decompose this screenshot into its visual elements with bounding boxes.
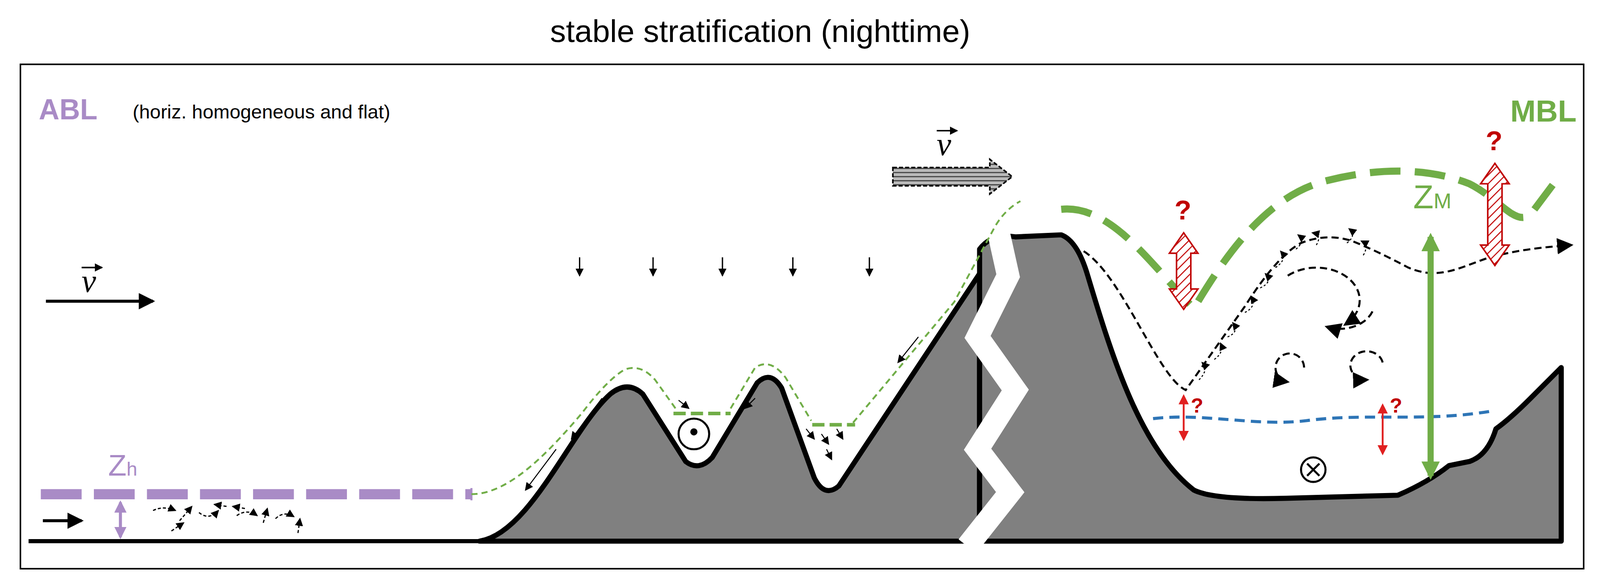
illustration-part <box>806 428 815 440</box>
illustration-part <box>1275 267 1383 383</box>
illustration-part <box>678 418 710 450</box>
height-label: ZM <box>1413 179 1452 217</box>
illustration-part <box>967 229 1016 547</box>
illustration-part <box>868 257 870 276</box>
illustration-part <box>1275 353 1305 383</box>
illustration-part <box>40 489 472 500</box>
illustration-part <box>1300 457 1326 482</box>
illustration-part <box>1275 251 1284 268</box>
illustration-part <box>826 449 832 460</box>
illustration-part <box>579 257 870 276</box>
illustration-part <box>1381 405 1384 454</box>
illustration-part <box>20 64 1584 569</box>
illustration-part <box>571 398 602 440</box>
illustration-part <box>1214 342 1222 360</box>
illustration-part <box>525 337 919 491</box>
diagram-title: stable stratification (nighttime) <box>249 14 1271 50</box>
illustration-part <box>1287 267 1360 326</box>
height-label: Zh <box>108 449 138 483</box>
illustration-part <box>1480 163 1510 266</box>
illustration-part <box>1346 228 1353 244</box>
illustration-part <box>812 422 856 427</box>
illustration-part <box>1198 228 1366 380</box>
illustration-part <box>578 257 581 276</box>
illustration-part <box>792 257 794 276</box>
question-mark: ? <box>1389 394 1403 417</box>
illustration-part <box>152 504 300 533</box>
region-label: MBL <box>1510 93 1577 128</box>
illustration-part <box>1296 234 1302 250</box>
illustration-part <box>471 201 1021 495</box>
illustration-part <box>1350 351 1383 380</box>
illustration-part <box>263 508 268 524</box>
illustration-part <box>979 234 1562 541</box>
illustration-part <box>1312 232 1319 245</box>
illustration-part <box>1152 410 1495 423</box>
illustration-part <box>678 400 689 409</box>
illustration-part <box>118 502 123 538</box>
illustration-part <box>214 504 227 507</box>
illustration-part <box>744 398 756 409</box>
illustration-part <box>1245 295 1254 313</box>
illustration-part <box>1427 236 1434 477</box>
illustration-part <box>275 514 294 519</box>
illustration-part <box>171 523 184 532</box>
illustration-part <box>892 159 1013 195</box>
illustration-part <box>1169 232 1199 310</box>
illustration-part <box>652 257 654 276</box>
illustration-part <box>721 257 724 276</box>
question-mark: ? <box>1485 126 1503 157</box>
illustration-part <box>525 449 557 490</box>
illustration-part <box>1307 463 1320 476</box>
illustration-part <box>179 506 192 521</box>
illustration-part <box>898 337 919 363</box>
illustration-part <box>1307 463 1320 476</box>
illustration-part <box>479 273 980 541</box>
wind-vector: v <box>81 263 97 300</box>
illustration-part <box>232 506 245 509</box>
illustration-part <box>236 512 258 516</box>
illustration-part <box>1361 240 1366 256</box>
illustration-part <box>690 428 698 436</box>
wind-vector: v <box>936 126 951 163</box>
region-note: (horiz. homogeneous and flat) <box>132 101 391 124</box>
illustration-part <box>1198 362 1205 380</box>
region-label: ABL <box>38 94 98 127</box>
illustration-part <box>297 518 300 533</box>
illustration-part <box>836 428 844 440</box>
question-mark: ? <box>1190 394 1204 417</box>
illustration-part <box>42 519 82 523</box>
illustration-part <box>1227 322 1236 338</box>
illustration-part <box>1260 273 1269 288</box>
illustration-part <box>821 434 829 445</box>
illustration-part <box>198 510 219 517</box>
illustration-part <box>1326 311 1373 330</box>
illustration-part <box>1182 396 1185 440</box>
illustration-part <box>673 411 731 416</box>
illustration-part <box>152 507 176 511</box>
question-mark: ? <box>1174 196 1192 227</box>
illustration-part <box>46 299 154 303</box>
